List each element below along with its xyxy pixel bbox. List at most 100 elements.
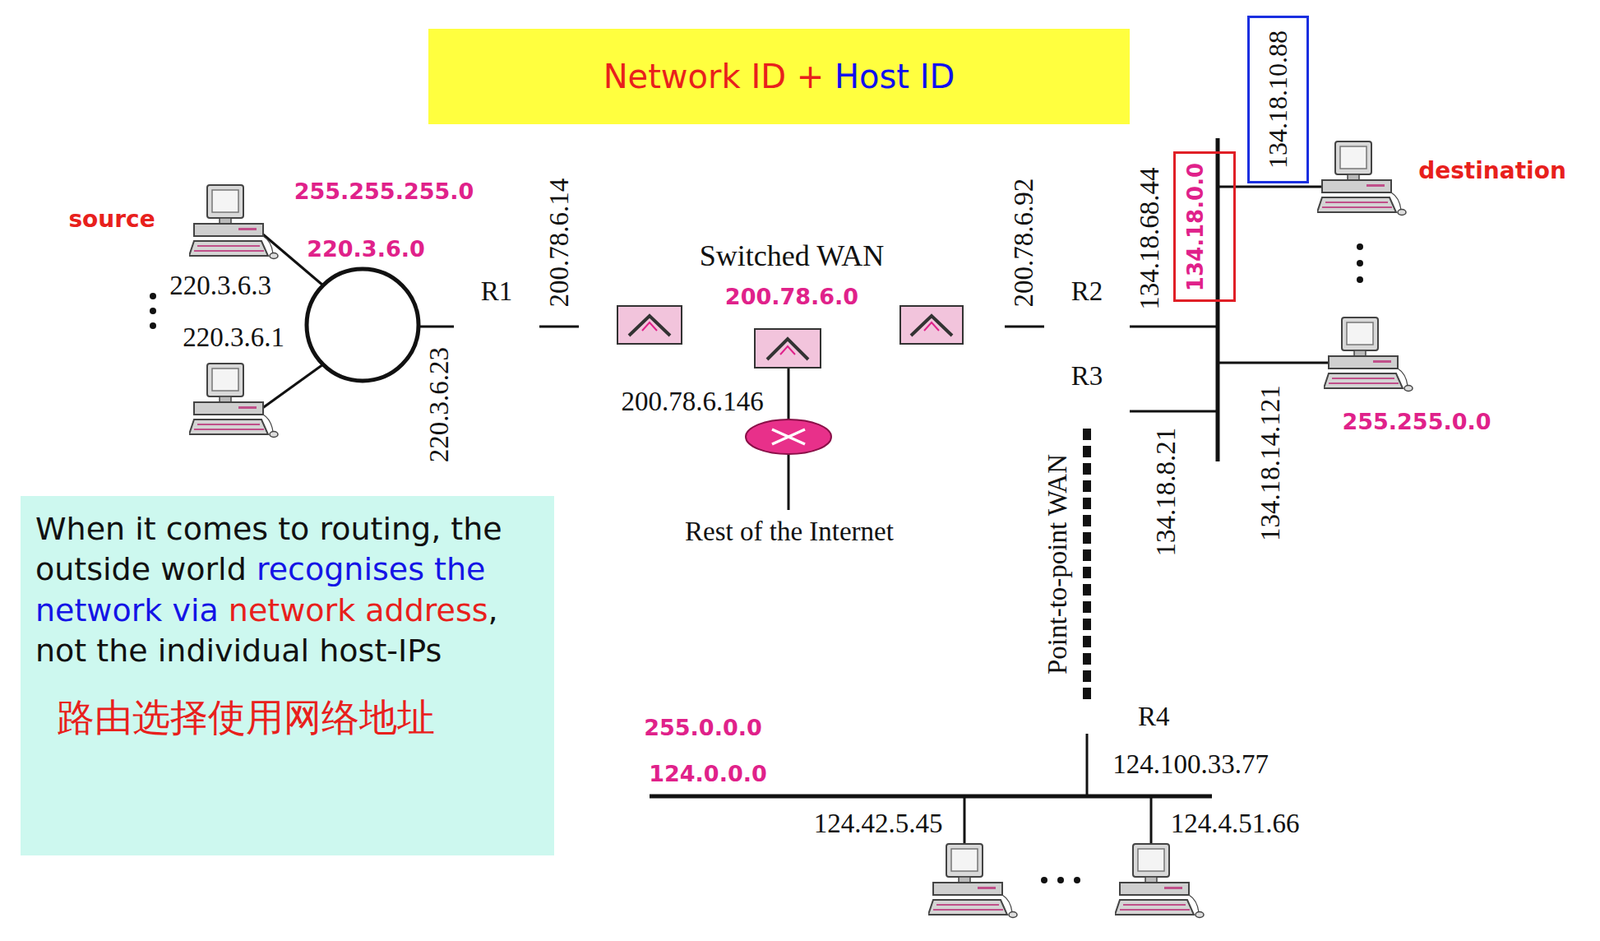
dot [149, 307, 157, 315]
router: R2 [1044, 309, 1130, 344]
dot [1356, 276, 1364, 283]
switch-icon [754, 328, 821, 368]
router-body [1045, 700, 1129, 732]
router-mark [772, 429, 805, 444]
router-mark [1070, 319, 1104, 334]
router-symbol [453, 309, 540, 344]
dashed-link [1082, 428, 1092, 699]
node-text: R1 [480, 276, 514, 306]
ip-address: 134.18.68.44 [1134, 166, 1165, 310]
wire [1217, 361, 1329, 365]
wire [963, 795, 967, 844]
node-text: Network ID + [603, 57, 825, 96]
node-text: Switched WAN [699, 240, 884, 273]
network-address: 220.3.6.0 [306, 236, 426, 262]
wire [1129, 410, 1218, 413]
node-text: 路由选择使用网络地址 [56, 694, 435, 740]
switched-wan: Switched WAN200.78.6.0 [578, 274, 1005, 380]
link-line [1004, 325, 1045, 329]
router-body [1045, 395, 1129, 427]
router-symbol [1044, 393, 1130, 429]
ip-address: 134.18.14.121 [1255, 384, 1286, 542]
ip-address: 220.3.6.3 [169, 270, 272, 301]
network-ip-box: 134.18.0.0 [1173, 151, 1236, 302]
note-box: When it comes to routing, the outside wo… [20, 495, 555, 856]
subnet-mask: 255.255.255.0 [294, 179, 475, 204]
node-text: R3 [1071, 360, 1104, 391]
switch-body [754, 328, 821, 368]
switch-mark [924, 322, 939, 331]
router-body [745, 419, 832, 454]
switch-mark [910, 315, 953, 336]
ip-address: 200.78.6.146 [620, 386, 764, 417]
network-name: Rest of the Internet [684, 516, 894, 546]
router-symbol [745, 419, 832, 454]
dot [149, 292, 157, 300]
lan-bus [649, 794, 1212, 799]
switch-mark [642, 322, 657, 331]
computer-icon [1114, 843, 1204, 918]
switch-mark [628, 315, 671, 336]
computer-icon [1323, 317, 1413, 392]
wire [1150, 795, 1153, 844]
node-text: network address [228, 591, 489, 629]
router-mark [480, 319, 514, 334]
node-text: 200.78.6.0 [725, 284, 859, 310]
switch-mark [767, 338, 809, 360]
computer-icon [1317, 141, 1406, 216]
router: R4 [1044, 698, 1130, 734]
computer-icon [189, 184, 278, 259]
network-address: 124.0.0.0 [648, 761, 768, 787]
subnet-mask: 255.255.0.0 [1341, 409, 1491, 435]
ip-address: 200.78.6.92 [1008, 178, 1039, 308]
node-text: 134.18.0.0 [1183, 161, 1208, 291]
wan-switches [617, 305, 963, 368]
switch-icon [900, 305, 963, 344]
ip-address: 220.3.6.23 [424, 346, 454, 463]
subnet-mask: 255.0.0.0 [643, 715, 763, 740]
ip-address: 124.4.51.66 [1170, 808, 1300, 838]
dot [1040, 876, 1048, 884]
link-label: Point-to-point WAN [1042, 451, 1073, 677]
router-symbol [1044, 309, 1130, 344]
host-ip-box: 134.18.10.88 [1247, 15, 1309, 184]
dot [1356, 243, 1364, 250]
ip-address: 220.3.6.1 [182, 322, 285, 352]
dot [1057, 876, 1064, 884]
ip-address: 134.18.8.21 [1151, 427, 1181, 557]
wire [418, 325, 454, 329]
node-text: R4 [1137, 701, 1170, 731]
note-body: When it comes to routing, the outside wo… [35, 508, 540, 672]
wire [1129, 325, 1218, 329]
link-line [539, 325, 579, 329]
router-body [455, 310, 538, 343]
wire [1086, 733, 1089, 796]
host-role: destination [1418, 158, 1567, 185]
dot [1073, 876, 1081, 884]
ip-address: 200.78.6.14 [544, 178, 574, 308]
wire [787, 367, 791, 420]
router: R3 [1044, 393, 1130, 429]
computer-icon [928, 843, 1018, 918]
switch-icon [617, 305, 682, 344]
router-mark [1070, 708, 1104, 724]
switch-mark [780, 346, 796, 355]
router-mark [1070, 403, 1104, 419]
wire [261, 364, 324, 409]
ip-address: 124.42.5.45 [813, 808, 944, 838]
host-role: source [68, 207, 155, 233]
router: R1 [453, 309, 540, 344]
title-line: Network ID + Host ID [603, 57, 956, 96]
token-ring [306, 268, 419, 381]
switch-body [900, 305, 963, 344]
dot [1356, 259, 1364, 267]
switch-body [617, 305, 682, 344]
ip-address: 124.100.33.77 [1112, 749, 1269, 779]
title-box: Network ID + Host ID [428, 28, 1130, 125]
wire [787, 453, 791, 510]
node-text: 134.18.10.88 [1263, 30, 1293, 169]
router-body [1045, 310, 1129, 343]
node-text: R2 [1071, 276, 1104, 306]
node-text: Host ID [834, 57, 955, 96]
dot [149, 322, 157, 329]
